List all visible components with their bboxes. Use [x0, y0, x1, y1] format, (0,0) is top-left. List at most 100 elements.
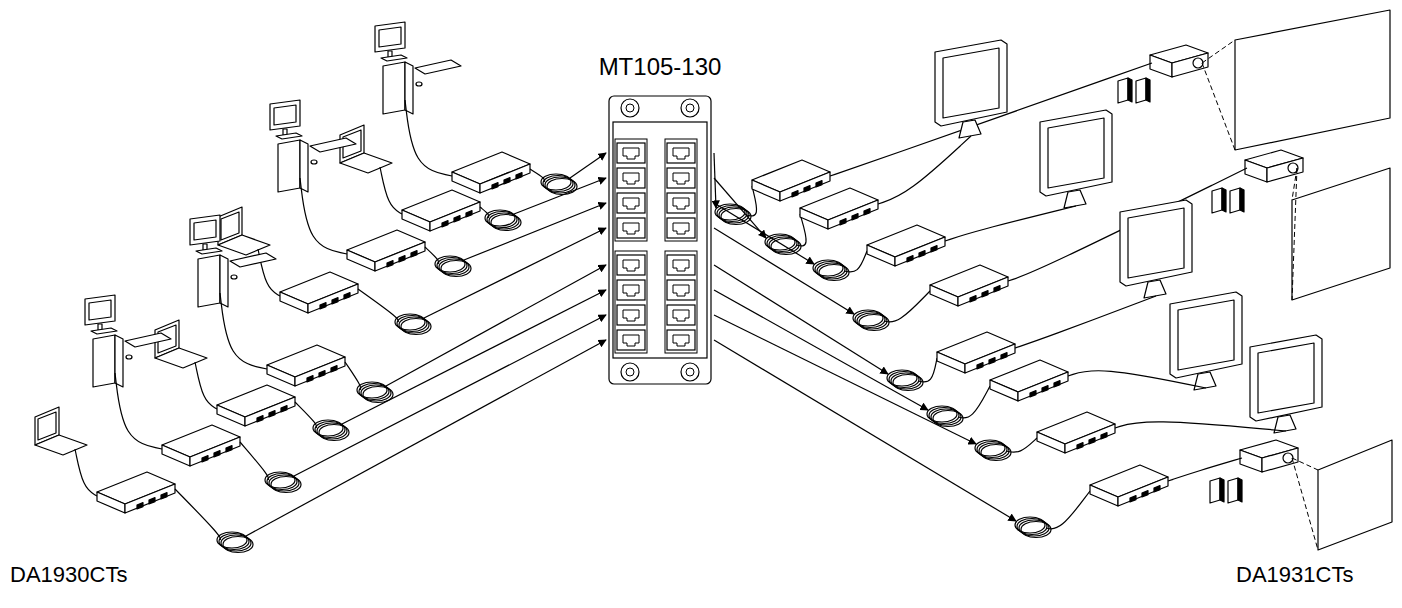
cat5-cable	[342, 290, 606, 424]
cat5-cable	[1046, 491, 1090, 529]
monitor	[270, 100, 300, 130]
box-front	[1090, 485, 1118, 506]
video-cable	[75, 449, 97, 496]
monitor	[85, 295, 115, 325]
monitor-stand	[959, 120, 981, 138]
cable-loop	[223, 537, 253, 553]
rj45-socket	[623, 173, 639, 184]
monitor-base	[276, 133, 302, 139]
video-cable	[220, 293, 267, 369]
desktop-computer	[190, 215, 276, 307]
monitor-frame	[1120, 200, 1192, 286]
cable-loop	[441, 261, 471, 277]
box-front	[162, 445, 190, 466]
cable-loop	[893, 375, 923, 391]
panel-screw	[626, 104, 634, 112]
projection-ray	[1202, 40, 1235, 63]
box-side	[125, 484, 175, 513]
speaker-side	[1146, 78, 1150, 102]
panel-screw	[686, 104, 694, 112]
cat5-cable	[958, 386, 990, 418]
rj45-socket	[623, 285, 639, 296]
monitor-screen	[943, 48, 999, 118]
projection-ray	[1292, 458, 1318, 550]
jack	[307, 376, 313, 382]
jack	[982, 291, 988, 297]
monitor	[190, 215, 220, 245]
jack	[919, 251, 925, 257]
box-side	[190, 437, 240, 466]
panel-screw	[681, 99, 699, 117]
speaker-side	[1222, 188, 1226, 212]
box-front	[800, 208, 828, 229]
laptop-base	[218, 235, 270, 255]
monitor-screen	[1048, 118, 1104, 188]
jack	[492, 183, 498, 189]
jack	[387, 261, 393, 267]
receiver-box	[752, 160, 830, 201]
rj45-port	[667, 305, 695, 325]
box-side	[295, 357, 345, 386]
rj45-port	[617, 255, 645, 275]
projector-lens	[1193, 58, 1203, 68]
jack	[332, 298, 338, 304]
rj45-port	[617, 193, 645, 213]
box-side	[1018, 372, 1068, 401]
speaker-front	[1230, 188, 1240, 213]
group-label: DA1931CTs	[1236, 562, 1353, 588]
jack	[137, 503, 143, 509]
jack	[1030, 391, 1036, 397]
monitor-base	[91, 328, 117, 334]
flat-monitor	[1040, 110, 1112, 208]
box-front	[217, 405, 245, 426]
jack	[864, 209, 870, 215]
keyboard	[230, 253, 276, 267]
rj45-port	[617, 280, 645, 300]
receiver-box	[800, 188, 878, 229]
jack	[516, 173, 522, 179]
flat-monitor	[1170, 292, 1242, 390]
rj45-port	[667, 218, 695, 238]
cat5-cable	[714, 290, 928, 410]
projector-side	[1245, 160, 1267, 182]
jack	[840, 219, 846, 225]
cable-loop	[401, 319, 431, 335]
rj45-socket	[623, 198, 639, 209]
laptop-base	[340, 153, 392, 173]
jack	[149, 498, 155, 504]
cable-coil	[853, 310, 889, 331]
jack	[977, 363, 983, 369]
cable-loop	[819, 265, 849, 281]
laptop-screen	[38, 412, 56, 440]
jack	[1054, 381, 1060, 387]
jack	[161, 493, 167, 499]
laptop-base	[155, 348, 207, 368]
patch-panel	[608, 95, 712, 385]
projection-ray	[1292, 168, 1297, 300]
cat5-cable	[1006, 438, 1037, 452]
rj45-socket	[673, 173, 689, 184]
cat5-cable	[358, 289, 399, 322]
flat-monitor	[1120, 200, 1192, 298]
cable-loop	[933, 411, 963, 427]
rj45-socket	[623, 148, 639, 159]
monitor-screen	[89, 300, 111, 320]
rj45-port	[667, 280, 695, 300]
rj45-socket	[623, 223, 639, 234]
box-front	[752, 180, 780, 201]
tower-case	[278, 140, 300, 192]
monitor-screen	[1178, 300, 1234, 370]
screen-outline	[1318, 440, 1392, 550]
video-cable	[195, 362, 217, 409]
box-side	[1065, 424, 1115, 453]
box-front	[867, 245, 895, 266]
rj45-socket	[673, 198, 689, 209]
monitor-base	[196, 248, 222, 254]
transmitter-box	[402, 190, 480, 231]
video-cable	[1168, 458, 1242, 481]
cable-coil	[887, 370, 923, 391]
video-cable	[380, 167, 402, 214]
rj45-socket	[673, 148, 689, 159]
rj45-port	[667, 143, 695, 163]
cat5-cable	[175, 489, 221, 540]
